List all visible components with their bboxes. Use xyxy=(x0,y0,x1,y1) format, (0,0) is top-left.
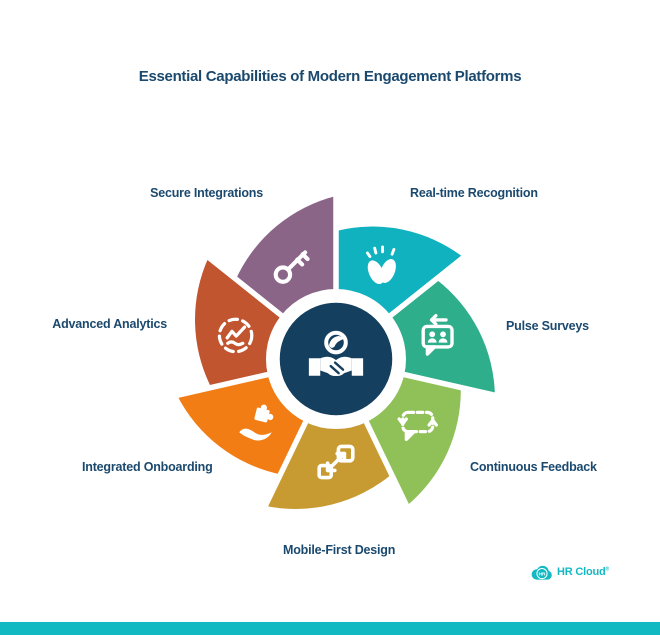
hand-puzzle-icon xyxy=(239,404,274,441)
clapping-hands-icon xyxy=(366,245,396,285)
wheel-center-circle xyxy=(276,299,396,419)
segment-divider xyxy=(359,412,416,520)
wheel-segment-pulse-surveys xyxy=(390,279,495,396)
segment-divider xyxy=(381,246,477,324)
wheel-segment-secure-integrations xyxy=(235,196,336,316)
survey-people-icon xyxy=(421,314,454,356)
handshake-globe-icon xyxy=(308,330,364,376)
segment-divider xyxy=(162,369,278,402)
key-icon xyxy=(273,250,310,284)
page-title: Essential Capabilities of Modern Engagem… xyxy=(138,68,522,85)
segment-divider xyxy=(394,369,510,402)
segment-divider xyxy=(256,412,313,520)
analytics-chart-icon xyxy=(217,317,254,354)
footer-brand-bar xyxy=(0,622,660,635)
wheel-segment-continuous-feedback xyxy=(366,374,461,506)
feedback-loop-icon xyxy=(397,410,438,442)
label-integrated-onboarding: Integrated Onboarding xyxy=(82,460,213,474)
hr-cloud-badge-text: HR xyxy=(539,571,546,577)
wheel-segment-integrated-onboarding xyxy=(177,374,306,475)
wheel-segment-advanced-analytics xyxy=(195,257,282,388)
expand-arrows-icon xyxy=(317,444,355,480)
hr-cloud-logo: HR HR Cloud® xyxy=(531,563,609,581)
label-continuous-feedback: Continuous Feedback xyxy=(470,460,597,474)
hr-cloud-wordmark: HR Cloud® xyxy=(557,566,609,578)
label-real-time-recognition: Real-time Recognition xyxy=(410,186,538,200)
label-mobile-first-design: Mobile-First Design xyxy=(283,543,396,557)
label-pulse-surveys: Pulse Surveys xyxy=(506,319,589,333)
label-advanced-analytics: Advanced Analytics xyxy=(52,317,167,331)
label-secure-integrations: Secure Integrations xyxy=(150,186,263,200)
wheel-segment-real-time-recognition xyxy=(336,226,464,316)
segment-divider xyxy=(195,246,291,324)
hr-cloud-badge-icon: HR xyxy=(531,565,552,580)
